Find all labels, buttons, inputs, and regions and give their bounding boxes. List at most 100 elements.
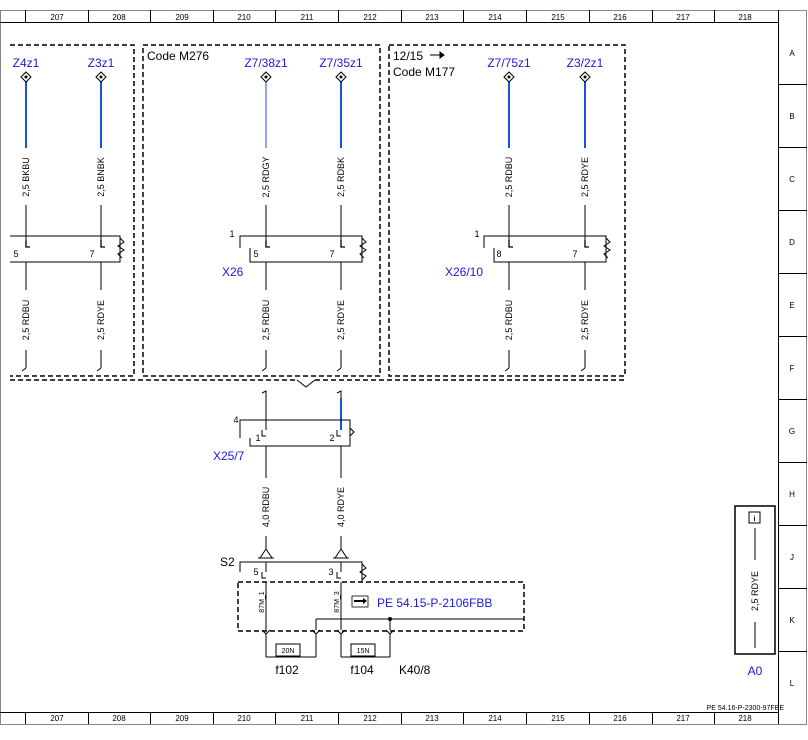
triangle-terminal-icon — [259, 548, 273, 559]
row-label: C — [789, 175, 795, 184]
col-label: 209 — [175, 714, 189, 723]
col-label: 216 — [613, 714, 627, 723]
code-box-label-m177: Code M177 — [393, 65, 455, 79]
row-label: L — [790, 679, 795, 688]
sheet-reference: PE 54.16-P-2300-97FBE — [707, 705, 785, 712]
column-labels-bottom: 207 208 209 210 211 212 213 214 215 216 … — [50, 714, 752, 723]
wire-label: 2,5 RDYE — [580, 300, 590, 340]
col-label: 208 — [112, 13, 126, 22]
wire-segments-lower — [265, 446, 342, 550]
wire-label: 2,5 RDBU — [504, 300, 514, 341]
fuse-f104: 15N — [350, 643, 376, 657]
code-box-label-m276: Code M276 — [147, 49, 209, 63]
terminal-label: Z7/75z1 — [487, 56, 531, 70]
wire-label: 2,5 BNBK — [96, 157, 106, 197]
connector-pin-count: 1 — [229, 229, 234, 239]
col-label: 212 — [363, 714, 377, 723]
wire-label: 2,5 RDBU — [261, 300, 271, 341]
wire-label: 2,5 RDYE — [96, 300, 106, 340]
connector-label-s2: S2 — [220, 555, 235, 569]
connector-pin-marks — [25, 240, 589, 248]
col-label: 217 — [676, 13, 690, 22]
terminal-label: Z3/2z1 — [567, 56, 604, 70]
pin-number: 7 — [89, 249, 94, 259]
col-label: 210 — [237, 13, 251, 22]
row-label: D — [789, 238, 795, 247]
wire-label: 2,5 RDBU — [21, 300, 31, 341]
row-label: J — [790, 553, 794, 562]
col-label: 212 — [363, 13, 377, 22]
code-box-date: 12/15 — [393, 49, 423, 63]
row-label: A — [789, 49, 795, 58]
connector-label-x26-10: X26/10 — [445, 265, 483, 279]
connector-s2 — [239, 561, 367, 582]
col-label: 207 — [50, 13, 64, 22]
connector-label-x26: X26 — [222, 265, 244, 279]
wire-label: 4,0 RDBU — [261, 487, 271, 528]
fuse-label: f102 — [275, 663, 299, 677]
fuse-rating: 20N — [282, 648, 295, 655]
a0-panel — [734, 505, 776, 655]
connector-label-x25-7: X25/7 — [213, 449, 245, 463]
pin-number: 7 — [572, 249, 577, 259]
pin-number: 3 — [328, 567, 333, 577]
triangle-terminals — [258, 548, 349, 559]
col-label: 214 — [488, 714, 502, 723]
terminal-diamonds — [20, 71, 591, 83]
row-label: F — [790, 364, 795, 373]
pin-number: 8 — [496, 249, 501, 259]
pin-number: 5 — [13, 249, 18, 259]
row-label: K — [789, 616, 795, 625]
connector-body — [483, 235, 607, 263]
contact-label: 87M_3 — [334, 591, 341, 613]
info-icon[interactable]: i — [748, 511, 761, 524]
col-label: 216 — [613, 13, 627, 22]
wire-label: 2,5 RDYE — [336, 300, 346, 340]
pointing-hand-icon[interactable] — [351, 595, 369, 608]
upper-wires — [25, 78, 586, 148]
code-box-m276 — [142, 44, 381, 377]
wire-label: 2,5 RDYE — [750, 571, 760, 611]
fuse-rating: 15N — [357, 648, 370, 655]
fuse-f102: 20N — [275, 643, 301, 657]
lower-wire-starts — [261, 390, 342, 420]
row-label: H — [789, 490, 795, 499]
mid-connectors — [10, 235, 607, 263]
row-label: B — [789, 112, 794, 121]
col-label: 211 — [301, 13, 314, 22]
col-label: 210 — [237, 714, 251, 723]
fuse-body — [275, 643, 301, 657]
column-labels-top: 207 208 209 210 211 212 213 214 215 216 … — [50, 13, 752, 22]
wire-segments-upper — [25, 205, 586, 368]
col-label: 215 — [551, 714, 565, 723]
wire-label: 2,5 RDBU — [504, 157, 514, 198]
relay-label-k40-8: K40/8 — [399, 663, 431, 677]
connector-x25-7 — [239, 419, 355, 447]
col-label: 209 — [175, 13, 189, 22]
pin-number: 5 — [253, 567, 258, 577]
connector-breaks — [117, 237, 611, 259]
wire-label: 2,5 RDGY — [261, 156, 271, 197]
connector-body — [239, 235, 363, 263]
code-box-borders — [10, 44, 626, 377]
contact-label: 87M_1 — [259, 591, 266, 613]
terminal-label: Z7/35z1 — [319, 56, 363, 70]
pin-number: 2 — [329, 433, 334, 443]
col-label: 208 — [112, 714, 126, 723]
reference-link[interactable]: PE 54.15-P-2106FBB — [377, 596, 492, 610]
pin-number: 5 — [253, 249, 258, 259]
junction-dot — [388, 617, 392, 621]
wire-label: 2,5 RDBK — [336, 157, 346, 197]
col-label: 211 — [301, 714, 314, 723]
pin-number: 7 — [329, 249, 334, 259]
col-label: 214 — [488, 13, 502, 22]
row-labels: A B C D E F G H J K L — [789, 49, 795, 688]
wire-label: 2,5 BKBU — [21, 157, 31, 197]
triangle-terminal-icon — [334, 548, 348, 559]
col-label: 218 — [738, 13, 752, 22]
fuse-connections — [265, 634, 391, 658]
common-bus-line — [10, 379, 626, 388]
code-box-m177 — [388, 44, 626, 377]
